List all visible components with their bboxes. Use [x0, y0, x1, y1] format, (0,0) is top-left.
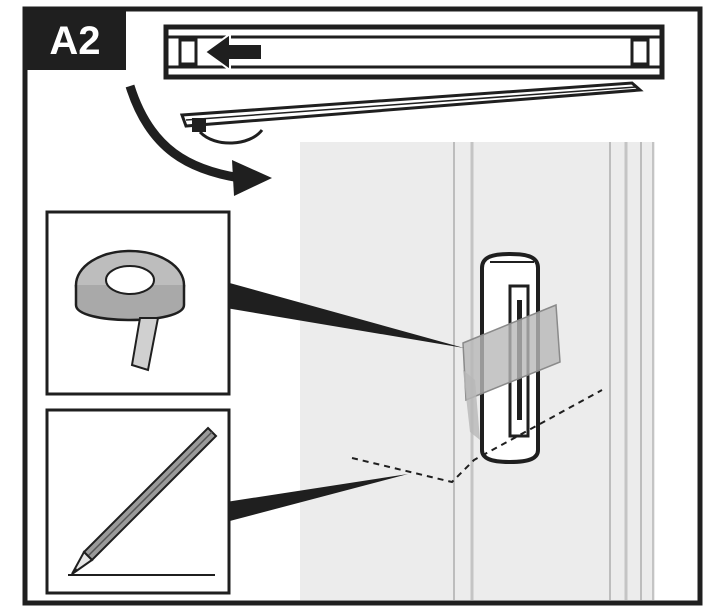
pencil-detail: [45, 408, 231, 595]
step-badge-label: A2: [49, 19, 100, 63]
tape-callout-pointer: [226, 282, 464, 348]
pencil-callout-pointer: [226, 474, 408, 522]
arrow-left-icon: [203, 32, 263, 72]
curved-arrow-icon: [125, 84, 272, 196]
rail-top-view: [163, 24, 665, 145]
tape-strip: [462, 303, 561, 440]
pencil-icon: [71, 426, 218, 575]
tape-roll-detail: [45, 210, 231, 396]
tape-roll-icon: [74, 249, 186, 372]
step-badge-box: [24, 8, 126, 70]
step-badge: A2: [24, 8, 126, 70]
